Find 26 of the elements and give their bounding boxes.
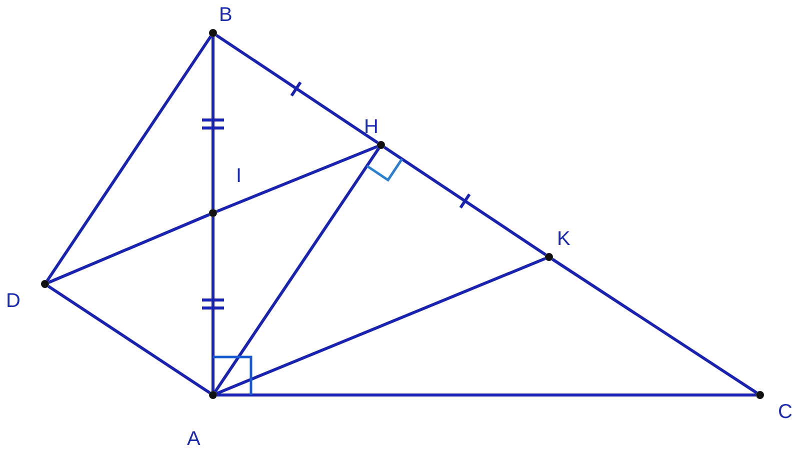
point [209,29,217,37]
point-label: D [6,290,20,312]
point-label: H [364,116,378,138]
segment [384,146,546,256]
point [377,141,385,149]
point-label: C [778,401,792,423]
point [209,391,217,399]
segment [552,258,758,394]
segment [217,394,756,396]
point-label: K [557,228,570,250]
point [209,209,217,217]
segment [48,213,210,284]
point-label: A [187,428,200,450]
segment [46,36,212,282]
point-label: I [236,165,242,187]
segment [216,145,378,213]
segment [216,257,546,395]
segment [48,284,210,394]
segment [216,34,378,144]
segment [214,147,380,393]
point [41,280,49,288]
point [545,253,553,261]
point [756,391,764,399]
segment [212,37,214,209]
point-label: B [219,4,232,26]
segment [212,217,214,391]
